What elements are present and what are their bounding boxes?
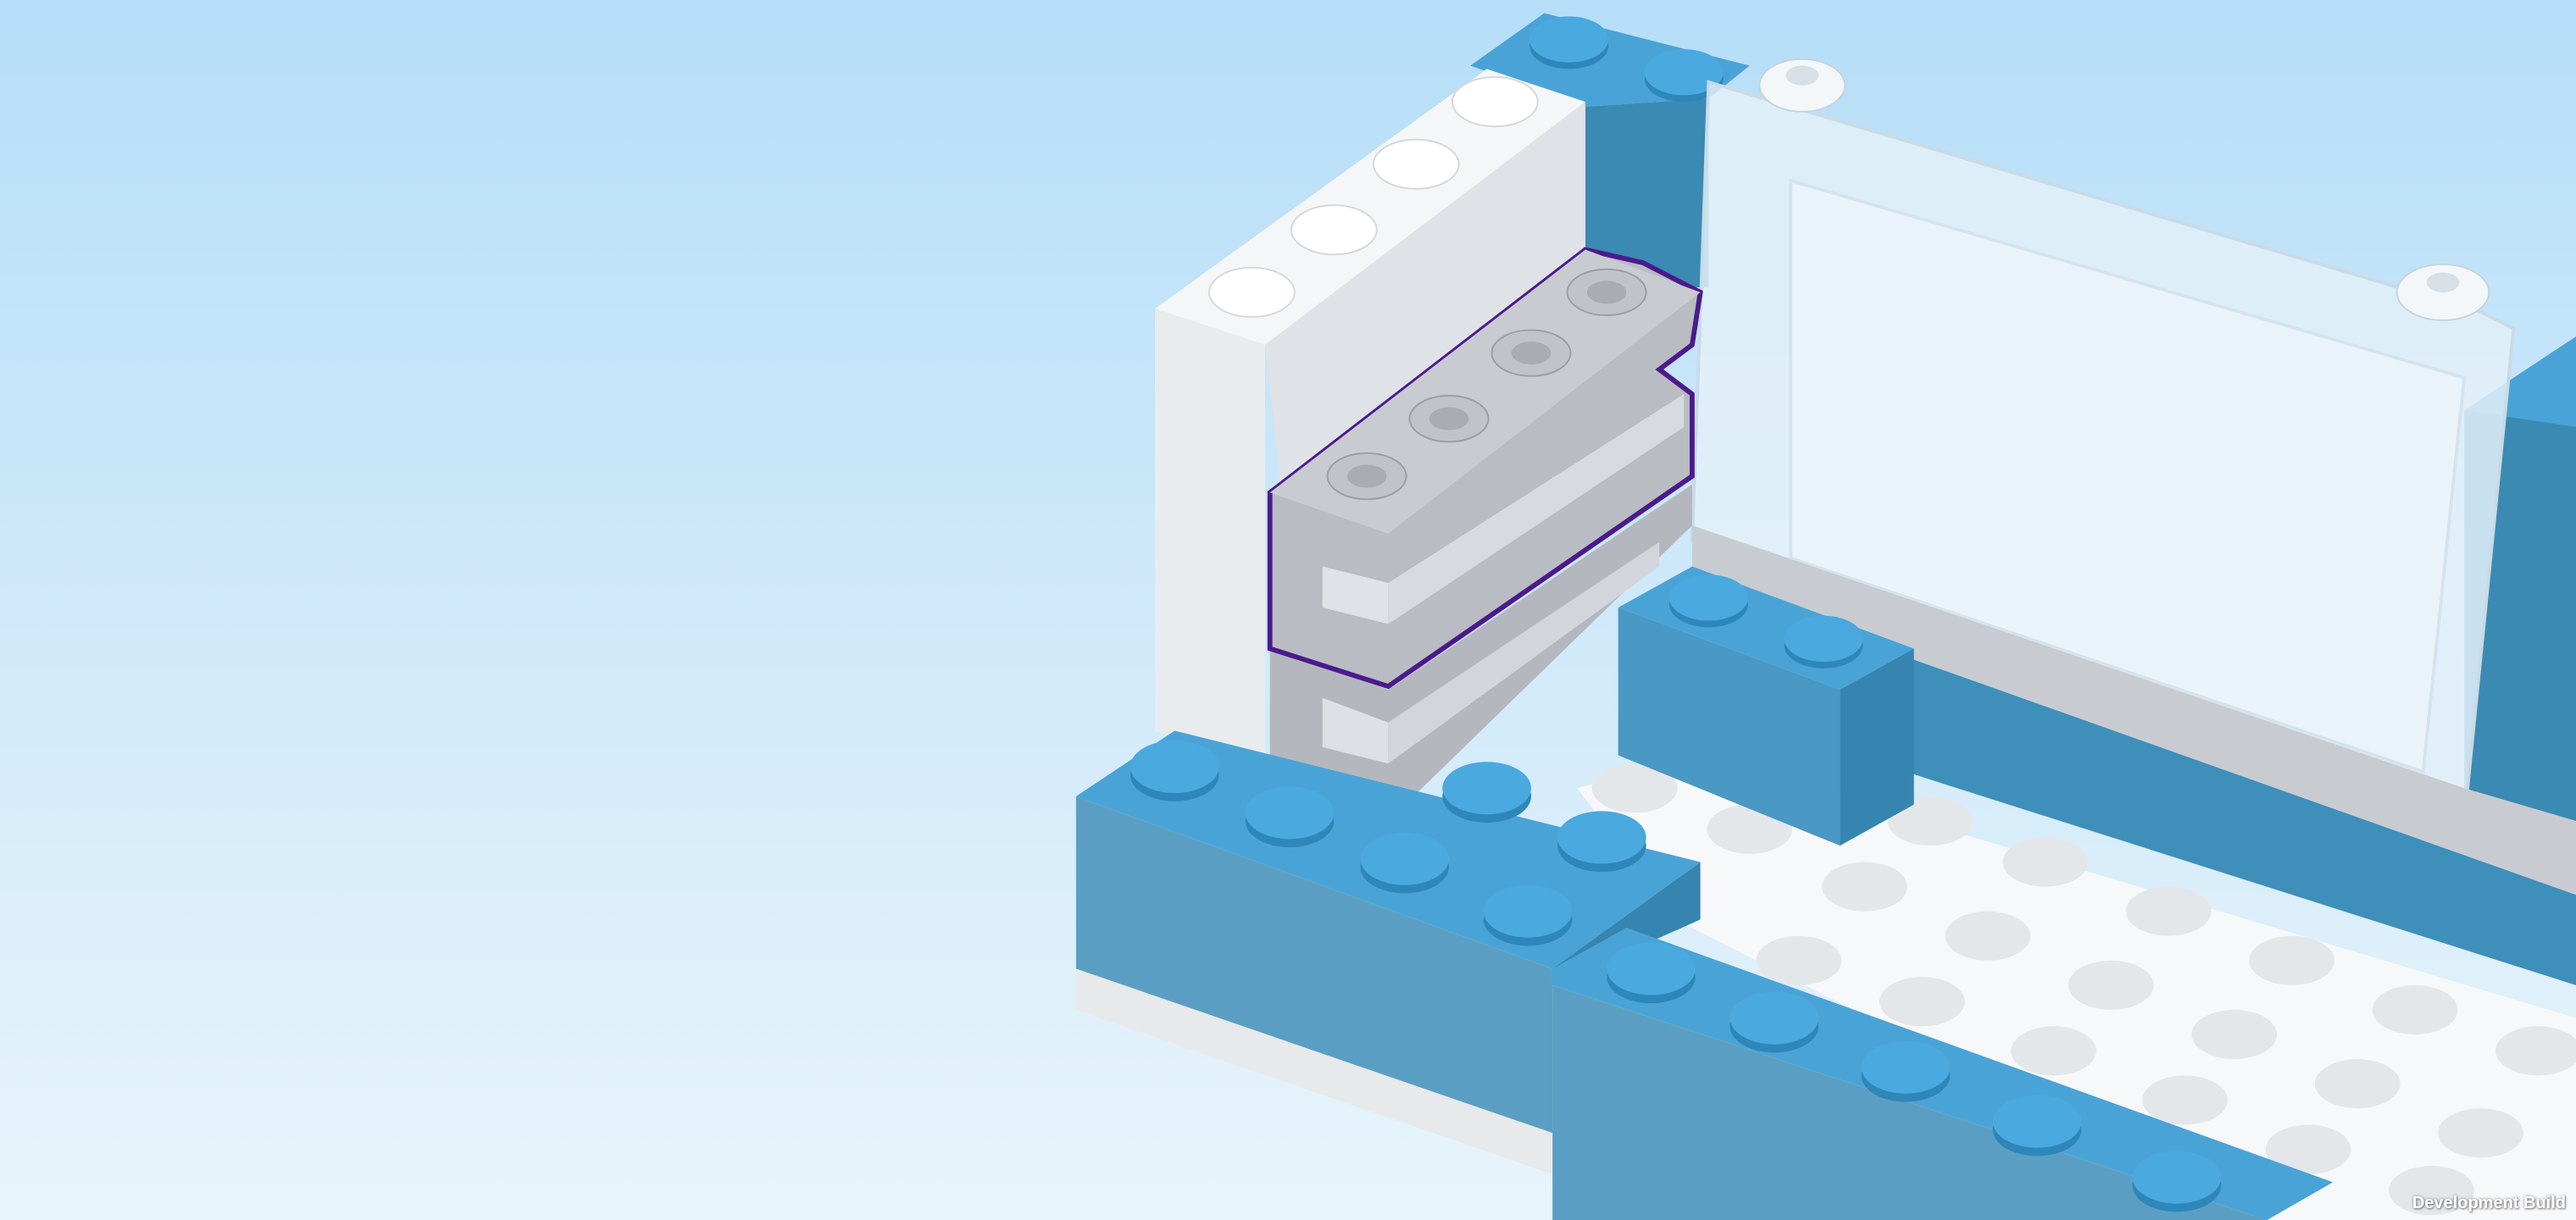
white-base-plate[interactable] — [1577, 755, 2576, 1220]
blue-brick-front-left[interactable] — [1075, 730, 1701, 1174]
blue-wall-right[interactable] — [1905, 657, 2576, 985]
blue-brick-middle[interactable] — [1618, 566, 1914, 846]
gray-brick-selected[interactable] — [1267, 247, 1703, 690]
blue-brick-back-top[interactable] — [1470, 13, 1750, 288]
blue-brick-front-long[interactable] — [1552, 928, 2334, 1220]
gray-wall — [1691, 525, 2576, 912]
white-plate-edge — [1075, 968, 1553, 1174]
white-tall-brick[interactable] — [1154, 69, 1585, 772]
transparent-window-panel[interactable] — [1690, 58, 2516, 824]
gray-brick-lower[interactable] — [1269, 484, 1692, 822]
development-build-label: Development Build — [2412, 1194, 2566, 1212]
